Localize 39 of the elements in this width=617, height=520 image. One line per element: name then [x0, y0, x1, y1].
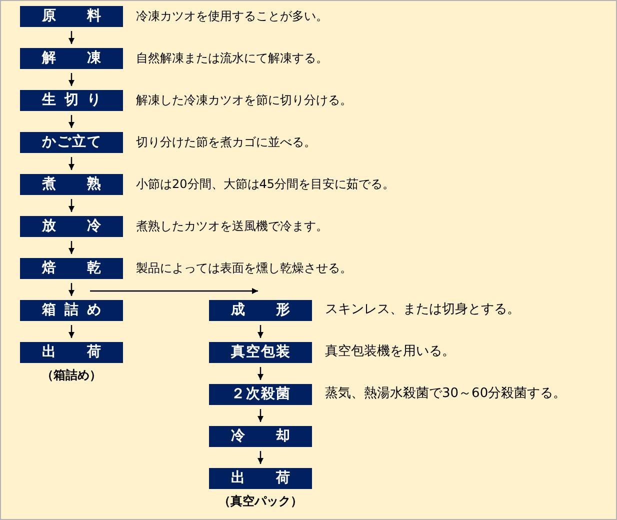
step-description: 解凍した冷凍カツオを節に切り分ける。 — [136, 92, 352, 108]
step-description: スキンレス、または切身とする。 — [325, 302, 520, 318]
step-description: 自然解凍または流水にて解凍する。 — [136, 50, 328, 66]
process-box: 煮熟 — [20, 174, 123, 195]
process-box: 成形 — [209, 300, 312, 321]
arrow — [90, 288, 258, 294]
arrow — [258, 325, 264, 338]
process-box: ２次殺菌 — [209, 384, 312, 405]
step-description: 製品によっては表面を燻し乾燥させる。 — [136, 260, 352, 276]
step-description: 煮熟したカツオを送風機で冷ます。 — [136, 218, 328, 234]
process-box: 解凍 — [20, 48, 123, 69]
step-description: 真空包装機を用いる。 — [325, 344, 455, 360]
arrow — [68, 325, 74, 338]
process-box: 箱詰め — [20, 300, 123, 321]
arrow — [258, 409, 264, 422]
step-description: 冷凍カツオを使用することが多い。 — [136, 8, 328, 24]
arrow — [258, 451, 264, 464]
box-caption: （箱詰め） — [40, 368, 102, 382]
arrow — [68, 31, 74, 44]
arrow — [258, 367, 264, 380]
arrow — [68, 73, 74, 86]
step-description: 蒸気、熱湯水殺菌で30～60分殺菌する。 — [325, 386, 566, 402]
process-box: 生切り — [20, 90, 123, 111]
box-caption: （真空パック） — [218, 494, 304, 508]
step-description: 切り分けた節を煮カゴに並べる。 — [136, 134, 316, 150]
arrow — [68, 241, 74, 254]
process-box: 放冷 — [20, 216, 123, 237]
process-box: 出荷 — [209, 468, 312, 489]
process-box: 冷却 — [209, 426, 312, 447]
process-box: 真空包装 — [209, 342, 312, 363]
arrow — [68, 199, 74, 212]
arrow — [68, 115, 74, 128]
process-box: かご立て — [20, 132, 123, 153]
step-description: 小節は20分間、大節は45分間を目安に茹でる。 — [136, 176, 395, 192]
process-box: 出荷 — [20, 342, 123, 363]
arrow — [68, 157, 74, 170]
arrow — [68, 283, 74, 296]
process-box: 原料 — [20, 6, 123, 27]
process-box: 焙乾 — [20, 258, 123, 279]
